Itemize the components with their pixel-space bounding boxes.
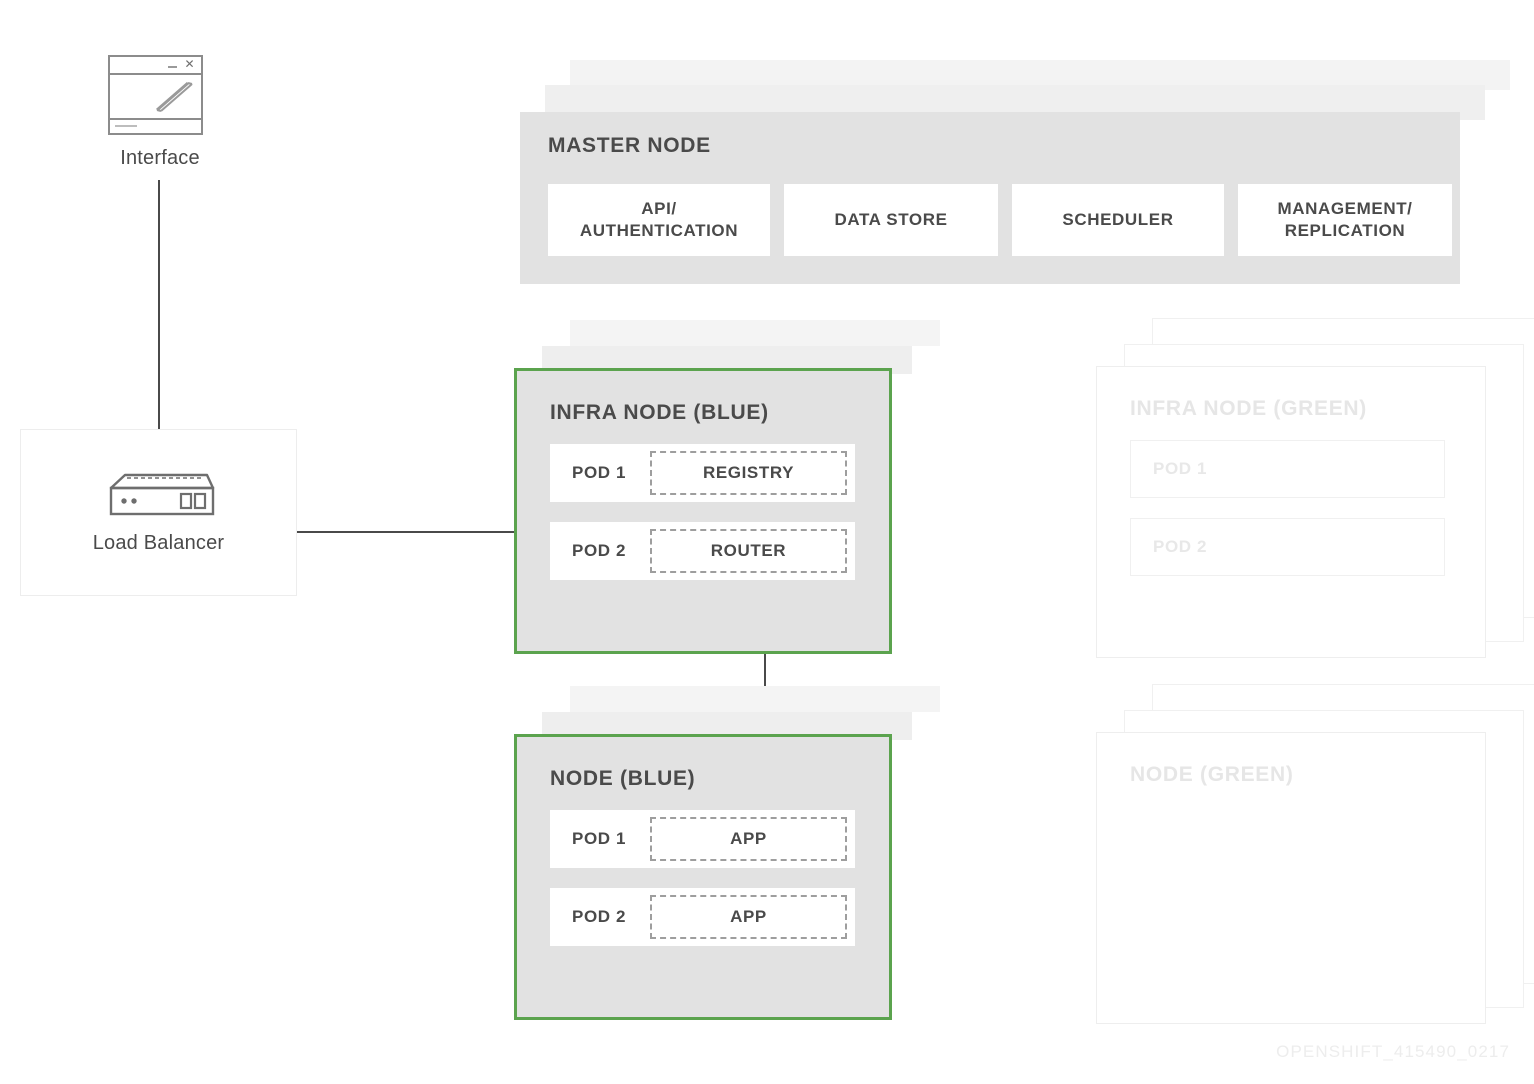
browser-window-icon: ✕ <box>108 55 203 135</box>
infra-node-green-title: INFRA NODE (GREEN) <box>1130 397 1367 420</box>
infra-node-blue-card[interactable]: INFRA NODE (BLUE) POD 1 REGISTRY POD 2 R… <box>514 368 892 654</box>
infra-blue-shadow-back <box>570 320 940 346</box>
connector-interface-to-loadbalancer <box>158 180 160 429</box>
node-blue-card[interactable]: NODE (BLUE) POD 1 APP POD 2 APP <box>514 734 892 1020</box>
node-green-title: NODE (GREEN) <box>1130 763 1294 786</box>
component-management-replication[interactable]: MANAGEMENT/ REPLICATION <box>1238 184 1452 256</box>
pod-label: POD 2 <box>1153 537 1208 556</box>
interface-node: ✕ Interface <box>108 55 212 170</box>
infra-node-blue-pods: POD 1 REGISTRY POD 2 ROUTER <box>550 444 855 600</box>
interface-label: Interface <box>120 147 200 169</box>
close-icon: ✕ <box>184 57 195 71</box>
pod-label: POD 1 <box>572 829 627 848</box>
node-green-card[interactable]: NODE (GREEN) <box>1096 732 1486 1024</box>
load-balancer-label: Load Balancer <box>92 532 225 554</box>
node-blue-title: NODE (BLUE) <box>550 767 696 790</box>
pod-label: POD 2 <box>572 541 627 560</box>
pod-label: POD 2 <box>572 907 627 926</box>
component-line2: AUTHENTICATION <box>579 221 739 240</box>
infra-node-blue-title: INFRA NODE (BLUE) <box>550 401 769 424</box>
component-line1: API/ <box>641 199 677 219</box>
node-blue-pods: POD 1 APP POD 2 APP <box>550 810 855 966</box>
node-blue-shadow-back <box>570 686 940 712</box>
component-line1: MANAGEMENT/ <box>1277 199 1413 219</box>
browser-statusbar <box>110 118 201 133</box>
pod-content-app: APP <box>650 895 847 939</box>
master-node-title: MASTER NODE <box>548 134 711 157</box>
component-line1: SCHEDULER <box>1062 210 1174 230</box>
status-line <box>115 125 137 127</box>
scribble-icon <box>156 81 193 112</box>
component-data-store[interactable]: DATA STORE <box>784 184 998 256</box>
server-appliance-icon <box>109 473 214 516</box>
master-components-row: API/ AUTHENTICATION DATA STORE SCHEDULER… <box>548 184 1452 256</box>
pod-content-registry: REGISTRY <box>650 451 847 495</box>
browser-titlebar: ✕ <box>110 57 201 75</box>
load-balancer-node: Load Balancer <box>20 429 297 596</box>
minimize-icon <box>168 66 177 68</box>
component-api-authentication[interactable]: API/ AUTHENTICATION <box>548 184 770 256</box>
pod-content-app: APP <box>650 817 847 861</box>
pod-label: POD 1 <box>572 463 627 482</box>
pod-row[interactable]: POD 2 APP <box>550 888 855 946</box>
pod-row[interactable]: POD 2 <box>1130 518 1445 576</box>
pod-label: POD 1 <box>1153 459 1208 478</box>
infra-node-green-pods: POD 1 POD 2 <box>1130 440 1445 596</box>
component-line2: REPLICATION <box>1284 221 1406 240</box>
infra-node-green-card[interactable]: INFRA NODE (GREEN) POD 1 POD 2 <box>1096 366 1486 658</box>
pod-row[interactable]: POD 1 APP <box>550 810 855 868</box>
component-scheduler[interactable]: SCHEDULER <box>1012 184 1224 256</box>
pod-row[interactable]: POD 1 <box>1130 440 1445 498</box>
component-line1: DATA STORE <box>834 210 948 230</box>
watermark-label: OPENSHIFT_415490_0217 <box>1276 1042 1510 1061</box>
pod-row[interactable]: POD 2 ROUTER <box>550 522 855 580</box>
pod-content-router: ROUTER <box>650 529 847 573</box>
master-node-card[interactable]: MASTER NODE API/ AUTHENTICATION DATA STO… <box>520 112 1460 284</box>
pod-row[interactable]: POD 1 REGISTRY <box>550 444 855 502</box>
